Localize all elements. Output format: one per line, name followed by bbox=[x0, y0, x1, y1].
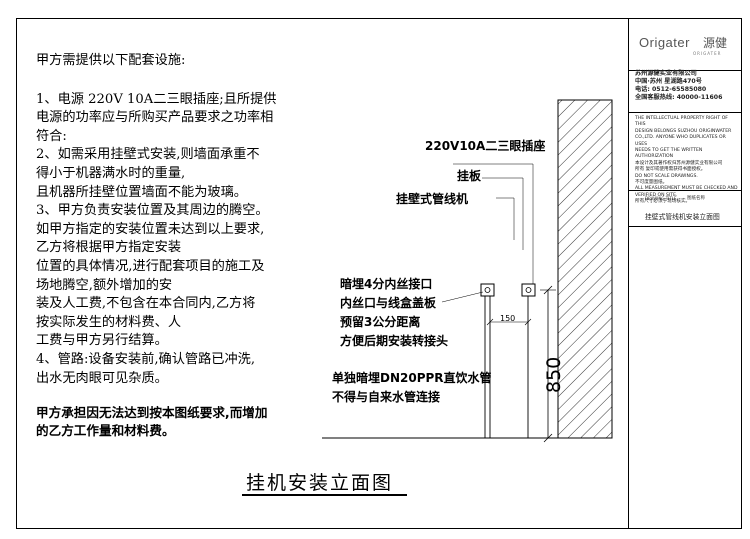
company-line: 中国·苏州 星湖路470号 bbox=[635, 78, 702, 85]
callout-socket: 220V10A二三眼插座 bbox=[425, 139, 546, 153]
note-line: 符合: bbox=[36, 128, 67, 144]
callout-line: 暗埋4分内丝接口 bbox=[340, 277, 433, 291]
legal-line: DESIGN BELONGS SUZHOU ORIGINWATER bbox=[635, 128, 732, 134]
dim-tick bbox=[486, 318, 494, 326]
note-line: 且机器所挂壁位置墙面不能为玻璃。 bbox=[36, 184, 247, 200]
leader-socket bbox=[453, 163, 534, 284]
notes-intro: 甲方需提供以下配套设施: bbox=[36, 53, 186, 68]
legal-line: CO.,LTD. ANYONE WHO DUPLICATES OR USES bbox=[635, 135, 726, 147]
dim-850-label: 850 bbox=[543, 357, 565, 393]
outlet-circle bbox=[484, 287, 491, 293]
note-line: 4、管路:设备安装前,确认管路已冲洗, bbox=[36, 351, 256, 367]
callout-pipe-connection: 暗埋4分内丝接口 内丝口与线盒盖板 预留3公分距离 方便后期安装转接头 bbox=[340, 275, 448, 351]
note-line: 2、如需采用挂壁式安装,则墙面承重不 bbox=[36, 147, 260, 163]
title-block-divider bbox=[629, 112, 742, 113]
drawing-title: 挂机安装立面图 bbox=[246, 472, 394, 494]
title-block-divider bbox=[629, 190, 742, 191]
note-line: 装及人工费,不包含在本合同内,乙方将 bbox=[36, 296, 256, 312]
note-line: 1、电源 220V 10A二三眼插座;且所提供 bbox=[36, 91, 277, 107]
note-line: 位置的具体情况,进行配套项目的施工及 bbox=[36, 258, 265, 274]
company-line: 全国客服热线: 40000-11606 bbox=[635, 94, 723, 101]
legal-line: 不可度量图纸。 bbox=[635, 180, 668, 186]
leader-hanger bbox=[482, 177, 524, 250]
note-line: 工费与甲方另行结算。 bbox=[36, 333, 168, 349]
company-info: 苏州源健实业有限公司 中国·苏州 星湖路470号 电话: 0512-655850… bbox=[635, 70, 722, 102]
callout-unit: 挂壁式管线机 bbox=[396, 192, 469, 206]
leader-pipe bbox=[441, 291, 484, 303]
requirements-notes: 甲方需提供以下配套设施: 1、电源 220V 10A二三眼插座;且所提供 电源的… bbox=[36, 52, 306, 388]
dim-tick bbox=[543, 433, 553, 443]
leader-unit bbox=[496, 197, 515, 240]
legal-notice: THE INTELLECTUAL PROPERTY RIGHT OF THIS … bbox=[635, 116, 739, 206]
legal-line: 所有尺寸必须于现场核实。 bbox=[635, 199, 691, 205]
legal-line: NEEDS TO GET THE WRITTEN AUTHORIZATION bbox=[635, 148, 703, 160]
logo-text-en: Origater bbox=[639, 35, 690, 50]
legal-line: 所有 复印或使用需获得书面授权。 bbox=[635, 167, 706, 173]
bold-note-line: 甲方承担因无法达到按本图纸要求,而增加 bbox=[36, 405, 268, 420]
legal-line: THE INTELLECTUAL PROPERTY RIGHT OF THIS bbox=[635, 116, 728, 128]
drawing-title-value: 挂壁式管线机安装立面图 bbox=[645, 213, 720, 221]
drawing-title-label-cn: 图纸名称 bbox=[687, 196, 705, 201]
company-line: 电话: 0512-65585080 bbox=[635, 86, 707, 93]
title-block: Origater 源健 ORIGATER 苏州源健实业有限公司 中国·苏州 星湖… bbox=[628, 18, 742, 529]
note-line: 出水无肉眼可见杂质。 bbox=[36, 370, 168, 386]
note-line: 按实际发生的材料费、人 bbox=[36, 314, 182, 330]
callout-line: 不得与自来水管连接 bbox=[332, 390, 441, 404]
legal-line: DO NOT SCALE DRAWINGS. bbox=[635, 173, 698, 179]
wall-section bbox=[557, 99, 613, 439]
title-underline bbox=[242, 494, 407, 496]
note-line: 得小于机器满水时的重量, bbox=[36, 165, 186, 181]
note-line: 3、甲方负责安装位置及其周边的腾空。 bbox=[36, 203, 269, 219]
legal-line: 本设计及其著作权归苏州源健实业有限公司 bbox=[635, 160, 723, 166]
note-line: 电源的功率应与所购买产品要求之功率相 bbox=[36, 110, 274, 126]
company-logo: Origater 源健 ORIGATER bbox=[629, 18, 742, 71]
title-block-divider bbox=[629, 226, 742, 227]
note-line: 场地腾空,额外增加的安 bbox=[36, 277, 173, 293]
responsibility-note: 甲方承担因无法达到按本图纸要求,而增加 的乙方工作量和材料费。 bbox=[36, 404, 267, 440]
bold-note-line: 的乙方工作量和材料费。 bbox=[36, 423, 175, 438]
socket-box bbox=[521, 283, 536, 297]
sheet-border bbox=[16, 18, 742, 529]
callout-line: 预留3公分距离 bbox=[340, 315, 421, 329]
pipe-outlet-box bbox=[480, 283, 495, 297]
note-line: 乙方将根据甲方指定安装 bbox=[36, 240, 182, 256]
callout-dn20-pipe: 单独暗埋DN20PPR直饮水管 不得与自来水管连接 bbox=[332, 369, 492, 407]
callout-line: 方便后期安装转接头 bbox=[340, 334, 449, 348]
callout-hanger: 挂板 bbox=[457, 169, 482, 183]
callout-line: 单独暗埋DN20PPR直饮水管 bbox=[332, 371, 492, 385]
legal-line: ALL MEASUREMENT MUST BE CHECKED AND bbox=[635, 186, 738, 192]
logo-subtext: ORIGATER bbox=[693, 51, 722, 56]
socket-circle bbox=[525, 287, 532, 293]
dim-150-label: 150 bbox=[500, 314, 515, 323]
company-line: 苏州源健实业有限公司 bbox=[635, 70, 697, 77]
note-line: 如甲方指定的安装位置未达到以上要求, bbox=[36, 221, 265, 237]
legal-line: VERIFIED ON SITE. bbox=[635, 192, 678, 198]
dim-tick bbox=[524, 318, 532, 326]
logo-text-cn: 源健 bbox=[703, 36, 728, 50]
callout-line: 内丝口与线盒盖板 bbox=[340, 296, 437, 310]
drawing-title-label: DRAWING TITLE bbox=[645, 196, 677, 201]
